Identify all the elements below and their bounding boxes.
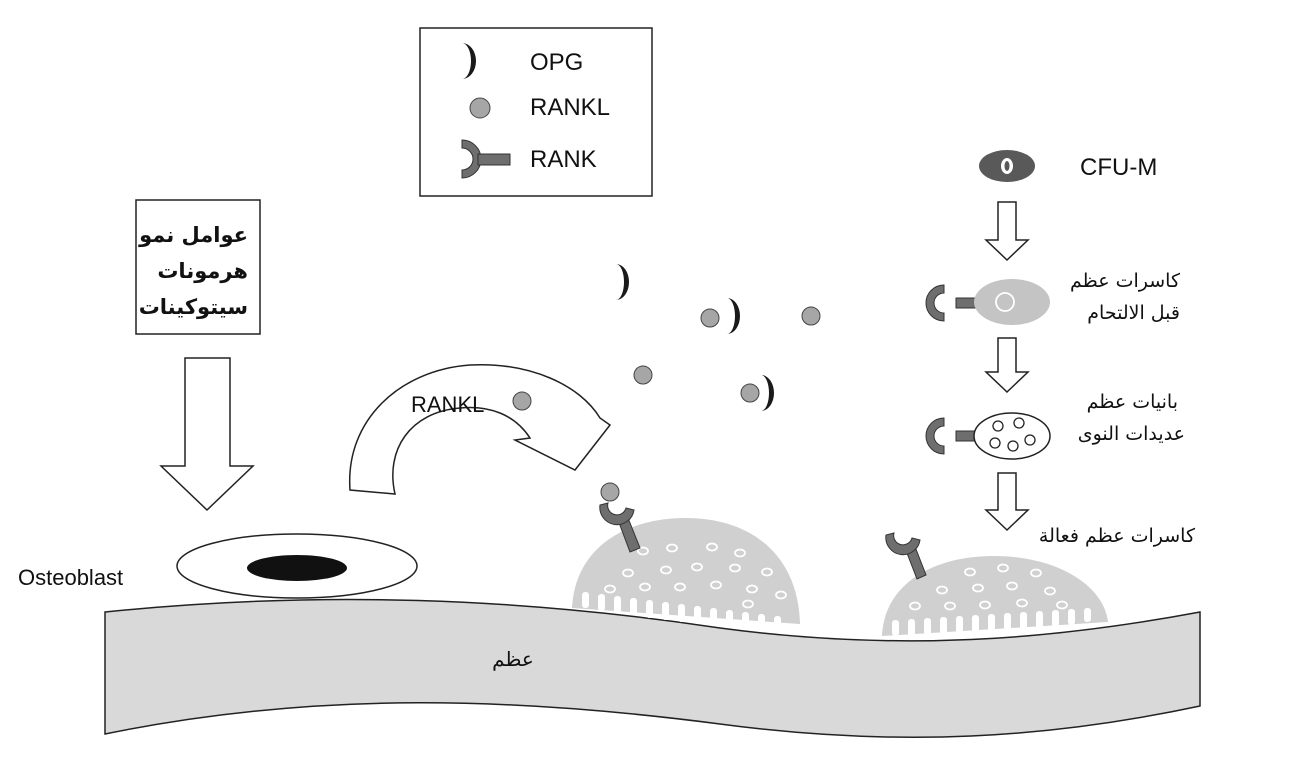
differentiation-arrow-2: [984, 337, 1030, 394]
legend-rank-label: RANK: [530, 146, 597, 173]
down-arrow-to-osteoblast: [159, 357, 255, 512]
rankl-molecule: [512, 391, 532, 411]
legend-box: [419, 27, 653, 197]
rankl-arrow-label: RANKL: [411, 392, 484, 417]
cfu-m-label: CFU-M: [1080, 154, 1157, 181]
legend-rankl-label: RANKL: [530, 94, 610, 121]
osteoblast-nucleus: [247, 555, 347, 581]
rankl-release-arrow: [349, 364, 612, 495]
preosteoclast-label-2: قبل الالتحام: [1087, 302, 1180, 324]
legend: OPG RANKL RANK: [419, 27, 653, 197]
factor-hormones: هرمونات: [157, 259, 248, 283]
rank-legend-icon: [461, 139, 511, 179]
opg-molecule: [727, 298, 740, 334]
osteoblast-label: Osteoblast: [18, 565, 123, 590]
rankl-molecule: [600, 482, 620, 502]
active-osteoclast: [882, 532, 1108, 636]
rankl-molecule: [740, 383, 760, 403]
rank-receptor-bound: [599, 482, 641, 553]
osteoblast-cell: [176, 533, 418, 599]
osteoclast-vesicles: [909, 563, 1068, 611]
active-osteoclasts-label: كاسرات عظم فعالة: [1039, 525, 1196, 547]
ruffled-border: [892, 608, 1091, 636]
multinucleated-label-1: بانيات عظم: [1087, 391, 1178, 413]
multinucleated-label-2: عديدات النوى: [1078, 423, 1185, 445]
ruffled-border: [582, 592, 781, 631]
differentiation-arrow-1: [984, 201, 1030, 262]
factor-growth-factors: عوامل نمو: [138, 223, 248, 247]
cfu-m-cell: [979, 150, 1035, 182]
preosteoclast-label-1: كاسرات عظم: [1070, 270, 1181, 292]
opg-molecule: [616, 264, 630, 300]
multinucleated-cell: [925, 412, 1051, 460]
osteoclast-vesicles: [604, 542, 787, 609]
factors-box: عوامل نمو هرمونات سيتوكينات: [135, 199, 261, 335]
opg-molecule: [761, 375, 774, 411]
rankl-molecule: [700, 308, 720, 328]
preosteoclast-cell: [925, 279, 1050, 325]
osteoclast-with-bound-rankl: [572, 482, 800, 631]
bone-surface: [104, 598, 1201, 739]
rankl-legend-icon: [469, 97, 491, 119]
differentiation-arrow-3: [984, 472, 1030, 532]
legend-opg-label: OPG: [530, 49, 583, 76]
opg-legend-icon: [462, 43, 476, 79]
rankl-molecule: [801, 306, 821, 326]
rankl-molecule: [633, 365, 653, 385]
factor-cytokines: سيتوكينات: [139, 295, 248, 319]
bone-label: عظم: [492, 647, 534, 671]
rank-receptor: [885, 532, 927, 580]
